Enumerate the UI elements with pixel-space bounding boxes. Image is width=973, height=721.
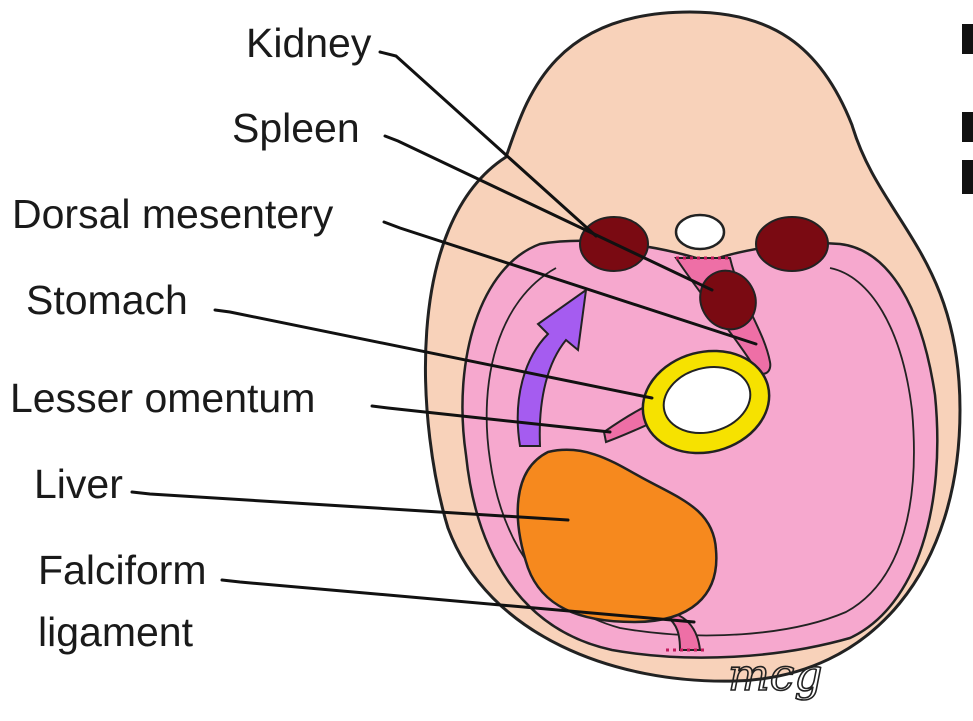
label-kidney: Kidney	[246, 20, 372, 66]
notochord	[676, 215, 724, 249]
label-spleen: Spleen	[232, 105, 360, 151]
artist-signature: mcg	[728, 650, 823, 701]
label-liver: Liver	[34, 461, 123, 507]
label-stomach: Stomach	[26, 277, 188, 323]
label-falciform-line1: Falciform	[38, 547, 207, 593]
edge-mark-top	[962, 24, 973, 54]
label-dorsal-mesentery: Dorsal mesentery	[12, 191, 334, 237]
kidney-right	[756, 217, 828, 271]
edge-mark-bottom	[962, 160, 973, 194]
label-falciform-line2: ligament	[38, 609, 194, 655]
edge-mark-middle	[962, 112, 973, 142]
label-lesser-omentum: Lesser omentum	[10, 375, 315, 421]
